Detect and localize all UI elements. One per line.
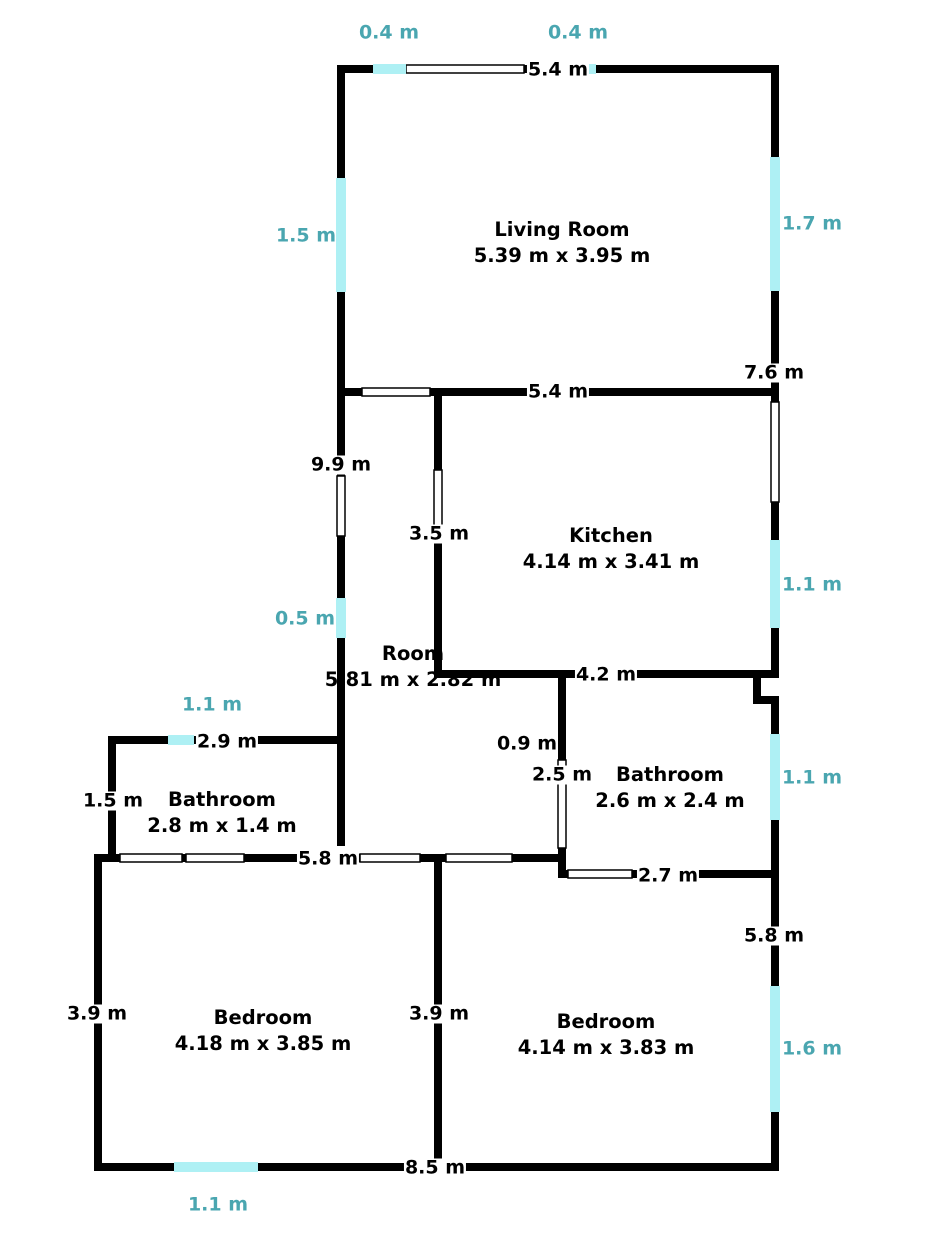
- room-size: 2.6 m x 2.4 m: [595, 789, 745, 812]
- dim-middle-horizontal: 5.8 m: [296, 847, 360, 870]
- win-label-bed-right-right: 1.6 m: [781, 1037, 843, 1060]
- wall-bath-right-notch: [753, 676, 779, 704]
- win-label-living-right: 1.7 m: [781, 212, 843, 235]
- dim-bath-right-notch: 0.9 m: [495, 732, 559, 755]
- win-label-top-left: 0.4 m: [358, 21, 420, 44]
- window-hall-left: [336, 598, 346, 638]
- win-label-kitchen-right: 1.1 m: [781, 573, 843, 596]
- dim-kitchen-left: 3.5 m: [407, 522, 471, 545]
- room-name: Bathroom: [616, 763, 724, 786]
- win-label-bath-left-top: 1.1 m: [181, 693, 243, 716]
- room-name: Kitchen: [569, 524, 653, 547]
- room-name: Bedroom: [213, 1006, 313, 1029]
- room-size: 5.81 m x 2.82 m: [324, 668, 502, 691]
- win-label-hall-left: 0.5 m: [274, 607, 336, 630]
- door-kitchen-right: [770, 401, 780, 503]
- room-size: 4.18 m x 3.85 m: [174, 1032, 352, 1055]
- room-living: Living Room 5.39 m x 3.95 m: [474, 217, 651, 269]
- room-bed-right: Bedroom 4.14 m x 3.83 m: [518, 1009, 695, 1061]
- dim-bed-middle: 3.9 m: [407, 1002, 471, 1025]
- door-middle-b: [445, 853, 513, 863]
- dim-bath-right-left: 2.5 m: [530, 763, 594, 786]
- dim-bottom: 8.5 m: [403, 1156, 467, 1179]
- door-bath-right-left: [557, 759, 567, 849]
- window-bed-right-right: [770, 986, 780, 1112]
- room-size: 4.14 m x 3.83 m: [517, 1036, 695, 1059]
- window-bath-right-right: [770, 734, 780, 820]
- dim-kitchen-bottom: 4.2 m: [574, 663, 638, 686]
- room-bath-right: Bathroom 2.6 m x 2.4 m: [595, 762, 744, 814]
- room-bed-left: Bedroom 4.18 m x 3.85 m: [175, 1005, 352, 1057]
- room-size: 5.39 m x 3.95 m: [473, 244, 651, 267]
- dim-left-long: 9.9 m: [309, 453, 373, 476]
- door-living-hall: [361, 387, 431, 397]
- win-label-living-left: 1.5 m: [275, 224, 337, 247]
- room-name: Bathroom: [168, 788, 276, 811]
- room-size: 2.8 m x 1.4 m: [147, 814, 297, 837]
- room-size: 4.14 m x 3.41 m: [522, 550, 700, 573]
- window-living-right: [770, 157, 780, 291]
- dim-bed-left-side: 3.9 m: [65, 1002, 129, 1025]
- win-label-bottom: 1.1 m: [187, 1193, 249, 1216]
- room-bath-left: Bathroom 2.8 m x 1.4 m: [147, 787, 296, 839]
- door-hall-left: [336, 475, 346, 537]
- win-label-top-right: 0.4 m: [547, 21, 609, 44]
- door-living-top: [405, 64, 525, 74]
- door-bath-left-a: [119, 853, 183, 863]
- room-hall: Room 5.81 m x 2.82 m: [325, 641, 502, 693]
- window-bath-left-top: [168, 735, 194, 745]
- doors: [119, 64, 780, 879]
- dim-living-bottom: 5.4 m: [526, 380, 590, 403]
- door-bath-left-b: [185, 853, 245, 863]
- window-kitchen-right: [770, 540, 780, 628]
- dim-bath-right-bottom: 2.7 m: [636, 864, 700, 887]
- window-living-left: [336, 178, 346, 292]
- window-top-left: [373, 64, 406, 74]
- door-middle-a: [359, 853, 421, 863]
- room-name: Living Room: [494, 218, 630, 241]
- door-bath-right-bottom: [567, 869, 633, 879]
- dim-bath-left-side: 1.5 m: [81, 789, 145, 812]
- room-name: Room: [381, 642, 445, 665]
- window-bottom: [174, 1162, 258, 1172]
- dim-right-upper: 7.6 m: [742, 361, 806, 384]
- dim-living-top: 5.4 m: [526, 58, 590, 81]
- win-label-bath-right-right: 1.1 m: [781, 766, 843, 789]
- room-kitchen: Kitchen 4.14 m x 3.41 m: [523, 523, 700, 575]
- room-name: Bedroom: [556, 1010, 656, 1033]
- dim-bath-left-top: 2.9 m: [195, 730, 259, 753]
- dim-right-lower: 5.8 m: [742, 924, 806, 947]
